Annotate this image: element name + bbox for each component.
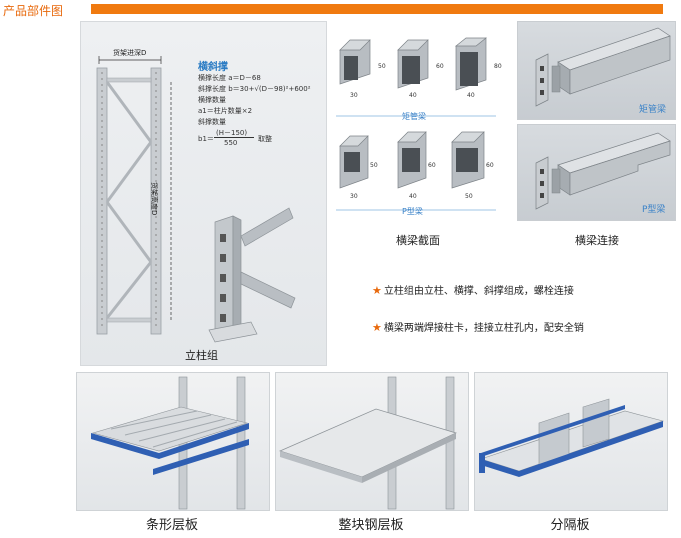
solid-steel-shelf-image [275,372,469,511]
shelf-caption: 条形层板 [145,518,198,533]
brace-formula: 横斜撑 横撑长度 a＝D－68 斜撑长度 b＝30+√(D－98)²+600² … [198,62,323,150]
tube-beam-40x80 [455,37,487,91]
p-dim-w: 40 [409,193,417,200]
tube-connection-label: 矩管梁 [639,105,667,115]
formula-denominator: 550 [224,139,238,147]
p-dim-h: 50 [370,162,378,169]
formula-line: 斜撑长度 b＝30+√(D－98)²+600² [198,85,311,93]
height-label: 货架高度D [150,182,158,216]
tube-dim-h: 60 [436,63,444,70]
header-divider [91,4,663,14]
shelf-caption: 整块钢层板 [338,518,404,533]
upright-frame-panel: 货架进深D 货架高度D 横斜撑 横撑长度 a＝D－68 斜撑长度 b＝30+√(… [80,21,327,366]
p-beam-connection-image: P型梁 [517,124,676,221]
tube-dim-w: 40 [409,92,417,99]
beam-connection-caption: 横梁连接 [575,234,619,247]
formula-line: 横撑长度 a＝D－68 [198,74,261,82]
star-icon: ★ [372,284,382,297]
formula-title: 横斜撑 [198,62,228,73]
p-dim-h: 60 [428,162,436,169]
tube-dim-w: 40 [467,92,475,99]
star-icon: ★ [372,321,382,334]
formula-numerator: (H－150) [216,129,248,137]
p-beam-30x50 [339,135,369,189]
note-text: 横梁两端焊接柱卡，挂接立柱孔内，配安全销 [383,323,584,334]
beam-section-caption: 横梁截面 [396,234,440,247]
formula-line: a1＝柱片数量×2 [198,107,253,115]
tube-dim-h: 80 [494,63,502,70]
tube-beam-label: 矩管梁 [402,112,426,121]
formula-line: b1＝ [198,135,214,143]
strip-shelf-image [76,372,270,511]
tube-dim-h: 50 [378,63,386,70]
divider-shelf-image [474,372,668,511]
tube-beam-connection-image: 矩管梁 [517,21,676,120]
beam-section-illustration [336,37,496,211]
p-dim-h: 60 [486,162,494,169]
p-dim-w: 50 [465,193,473,200]
tube-beam-40x60 [397,39,429,89]
tube-beam-30x50 [339,39,371,85]
shelf-caption: 分隔板 [550,518,590,533]
p-beam-40x60 [397,131,427,189]
page-title: 产品部件图 [3,4,64,18]
p-dim-w: 30 [350,193,358,200]
upright-frame-illustration [96,56,296,343]
tube-dim-w: 30 [350,92,358,99]
p-beam-label: P型梁 [402,207,423,216]
note-item: ★立柱组由立柱、横撑、斜撑组成，螺栓连接 [372,282,574,297]
formula-line: 取整 [258,135,272,143]
formula-line: 斜撑数量 [198,118,226,126]
depth-label: 货架进深D [113,49,147,57]
p-connection-label: P型梁 [642,205,666,215]
formula-line: 横撑数量 [198,96,226,104]
note-item: ★横梁两端焊接柱卡，挂接立柱孔内，配安全销 [372,319,584,334]
p-beam-50x60 [451,131,485,189]
upright-caption: 立柱组 [185,349,218,362]
note-text: 立柱组由立柱、横撑、斜撑组成，螺栓连接 [383,286,574,297]
